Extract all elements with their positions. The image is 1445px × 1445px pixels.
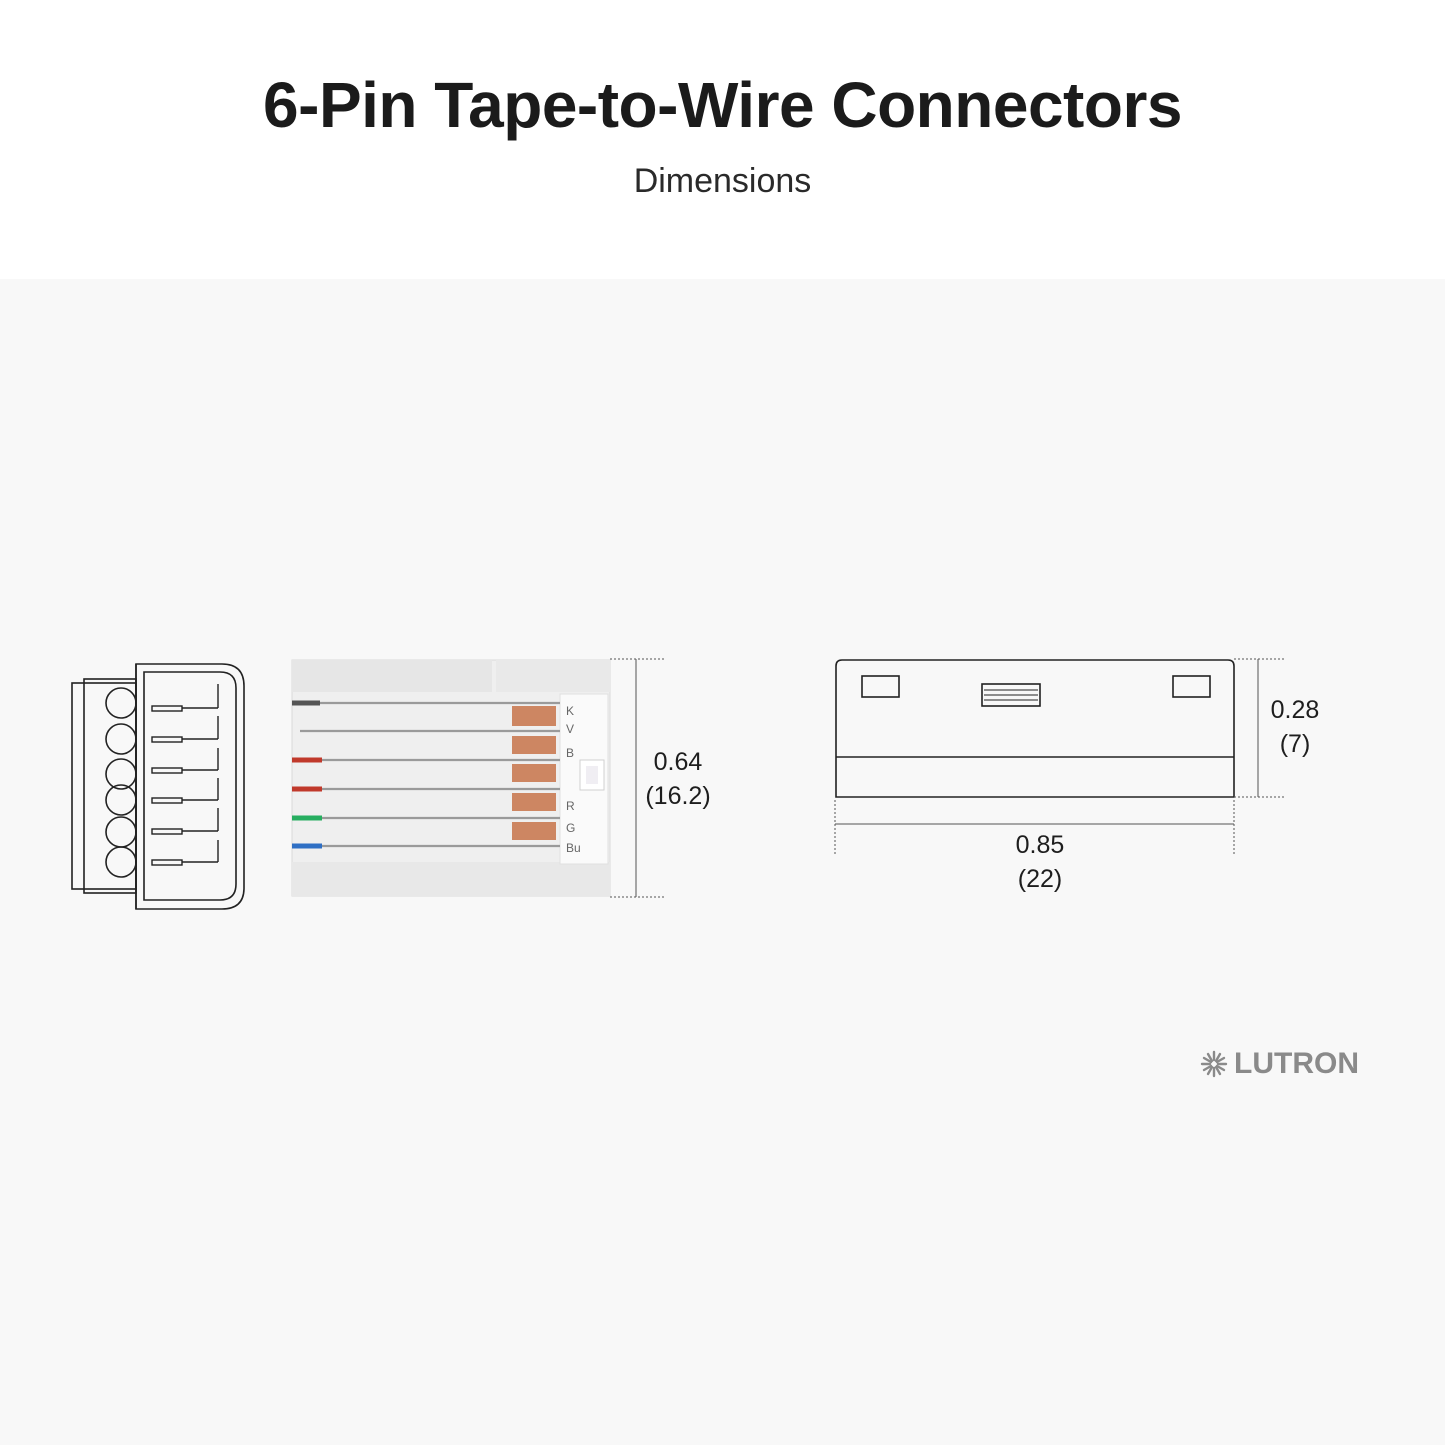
dimension-inch-value: 0.28 <box>1270 696 1320 724</box>
dimension-inch-value: 0.64 <box>653 748 703 776</box>
sunburst-logo-icon <box>1200 1050 1228 1078</box>
side-view-drawing <box>835 659 1235 798</box>
pcb-label-bu: Bu <box>566 841 581 855</box>
page-subtitle: Dimensions <box>633 162 812 200</box>
dimension-label-front-height: 0.64 (16.2) <box>628 745 728 813</box>
dimension-inch-value: 0.85 <box>1015 831 1065 859</box>
page-title: 6-Pin Tape-to-Wire Connectors <box>263 69 1182 141</box>
pcb-label-k: K <box>566 704 574 718</box>
brand-logo: LUTRON <box>1200 1046 1359 1082</box>
pcb-label-g: G <box>566 821 575 835</box>
pcb-label-r: R <box>566 799 575 813</box>
height-dimension-line-side <box>1234 658 1286 798</box>
dimension-label-side-height: 0.28 (7) <box>1245 693 1345 761</box>
diagram-panel <box>0 279 1445 1445</box>
dimension-mm-value: (16.2) <box>645 782 711 810</box>
dimension-mm-value: (22) <box>1017 865 1063 893</box>
height-dimension-line-front <box>610 658 665 898</box>
dimension-mm-value: (7) <box>1279 730 1311 758</box>
dimension-label-side-length: 0.85 (22) <box>990 828 1090 896</box>
end-view-drawing <box>71 663 245 910</box>
brand-name: LUTRON <box>1234 1047 1359 1080</box>
pcb-label-b: B <box>566 746 574 760</box>
top-view-connector: K V B R G Bu <box>291 659 611 897</box>
length-dimension-line-side <box>834 800 1235 856</box>
pcb-label-v: V <box>566 722 574 736</box>
header: 6-Pin Tape-to-Wire Connectors Dimensions <box>0 0 1445 279</box>
